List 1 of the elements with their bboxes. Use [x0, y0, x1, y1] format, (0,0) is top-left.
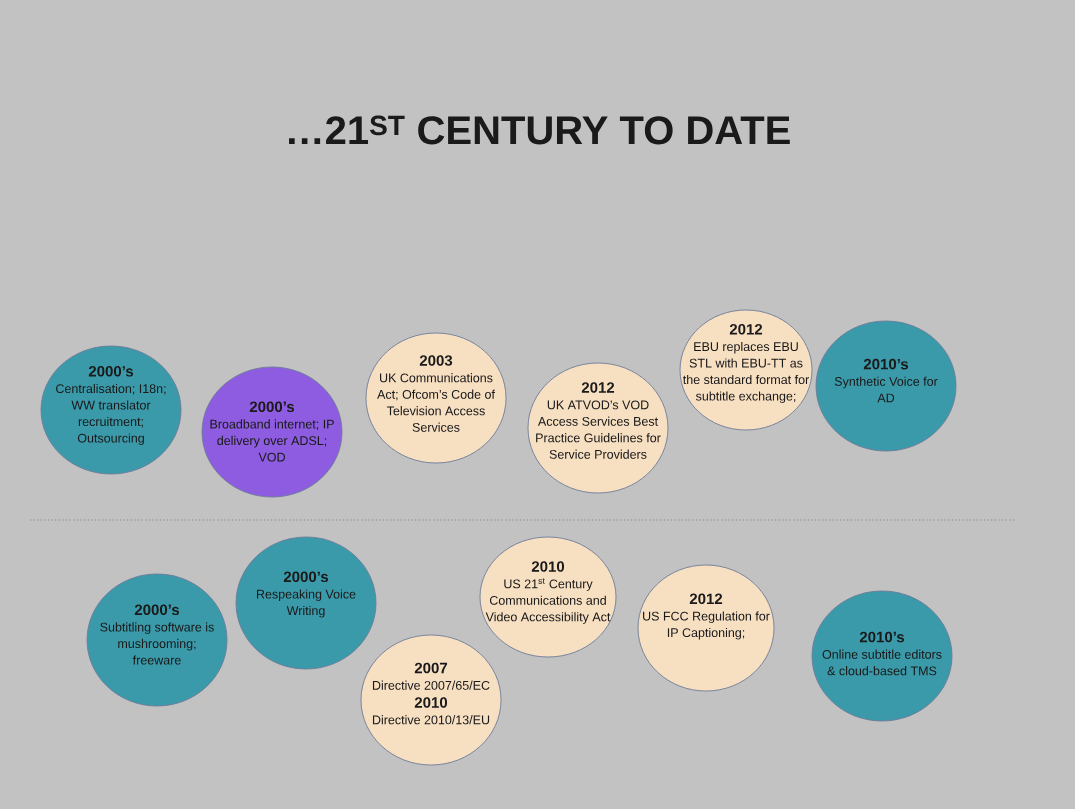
slide-title: …21$^{ST}$ CENTURY TO DATE: [289, 115, 790, 145]
